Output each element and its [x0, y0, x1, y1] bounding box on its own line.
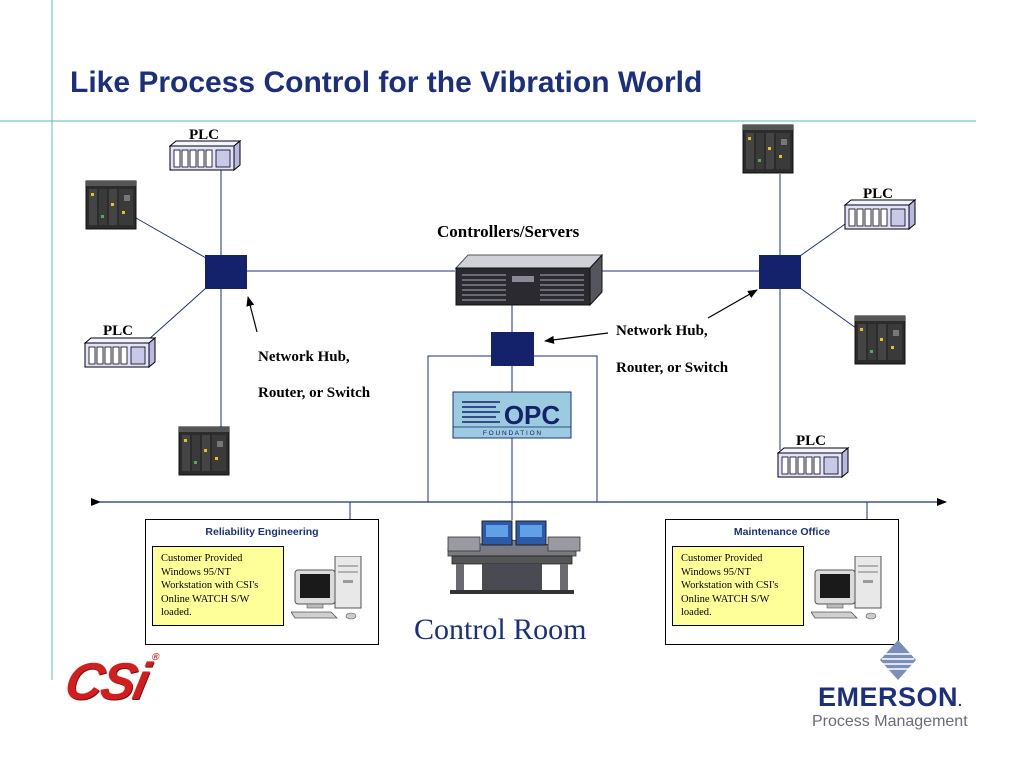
emerson-process-management-text: Process Management: [812, 713, 968, 730]
emerson-logo-text: EMERSON.: [818, 682, 962, 713]
emerson-wordmark: EMERSON: [818, 682, 959, 712]
note-line: loaded.: [681, 607, 712, 618]
control-room-label: Control Room: [414, 613, 587, 646]
plc-label-left: PLC: [103, 323, 133, 339]
reliability-engineering-panel: Reliability Engineering Customer Provide…: [145, 519, 379, 645]
plc-top-left-icon: [169, 140, 241, 171]
maintenance-office-panel: Maintenance Office Customer Provided Win…: [665, 519, 899, 645]
right-hub-label-line2: Router, or Switch: [616, 360, 729, 376]
center-hub-pointer-arrow: [544, 332, 609, 344]
plc-right-icon: [844, 199, 916, 230]
workstation-computer-icon: [291, 556, 362, 620]
plc-label-top-left: PLC: [189, 127, 219, 143]
workstation-note: Customer Provided Windows 95/NT Workstat…: [152, 546, 284, 626]
emerson-logo-mark-icon: [880, 640, 916, 680]
workstation-computer-icon: [811, 556, 882, 620]
left-network-links: [135, 166, 455, 430]
right-hub-label-line1: Network Hub,: [616, 323, 708, 339]
plc-left-icon: [84, 337, 156, 368]
right-network-links: [602, 174, 857, 450]
rack-controller-icon: [85, 180, 137, 230]
plc-label-right: PLC: [863, 186, 893, 202]
opc-logo-text: OPC: [504, 400, 561, 430]
plc-label-bottom-right: PLC: [796, 433, 826, 449]
right-hub-pointer-arrow: [707, 289, 758, 319]
note-line: Online WATCH S/W: [681, 593, 770, 605]
center-hub-icon: [491, 332, 534, 366]
left-hub-label-line1: Network Hub,: [258, 349, 350, 365]
server-icon: [454, 253, 604, 307]
note-line: Workstation with CSI's: [161, 580, 259, 591]
opc-foundation-text: F O U N D A T I O N: [483, 430, 542, 437]
note-line: Windows 95/NT: [161, 566, 231, 578]
controllers-servers-label: Controllers/Servers: [437, 222, 580, 241]
control-room-console-icon: [447, 520, 581, 594]
panel-title: Reliability Engineering: [205, 526, 319, 538]
left-hub-pointer-arrow: [246, 296, 258, 333]
panel-title: Maintenance Office: [733, 526, 831, 538]
note-line: Customer Provided: [681, 553, 763, 564]
page-title: Like Process Control for the Vibration W…: [70, 66, 703, 99]
csi-logo-text: CSi: [59, 653, 153, 711]
note-line: Workstation with CSI's: [681, 580, 779, 591]
rack-controller-icon: [854, 315, 906, 365]
note-line: Online WATCH S/W: [161, 593, 250, 605]
emerson-mark: .: [958, 693, 963, 709]
left-hub-icon: [205, 255, 247, 289]
note-line: Windows 95/NT: [681, 566, 751, 578]
workstation-note: Customer Provided Windows 95/NT Workstat…: [672, 546, 804, 626]
opc-foundation-logo: OPC F O U N D A T I O N: [452, 391, 572, 439]
note-line: loaded.: [161, 607, 192, 618]
center-links: [349, 305, 868, 555]
rack-controller-icon: [178, 426, 230, 476]
right-hub-icon: [759, 255, 801, 289]
note-line: Customer Provided: [161, 553, 243, 564]
plc-bottom-right-icon: [777, 447, 849, 478]
rack-controller-icon: [742, 124, 794, 174]
left-hub-label-line2: Router, or Switch: [258, 385, 371, 401]
csi-logo: CSi®: [60, 652, 161, 712]
